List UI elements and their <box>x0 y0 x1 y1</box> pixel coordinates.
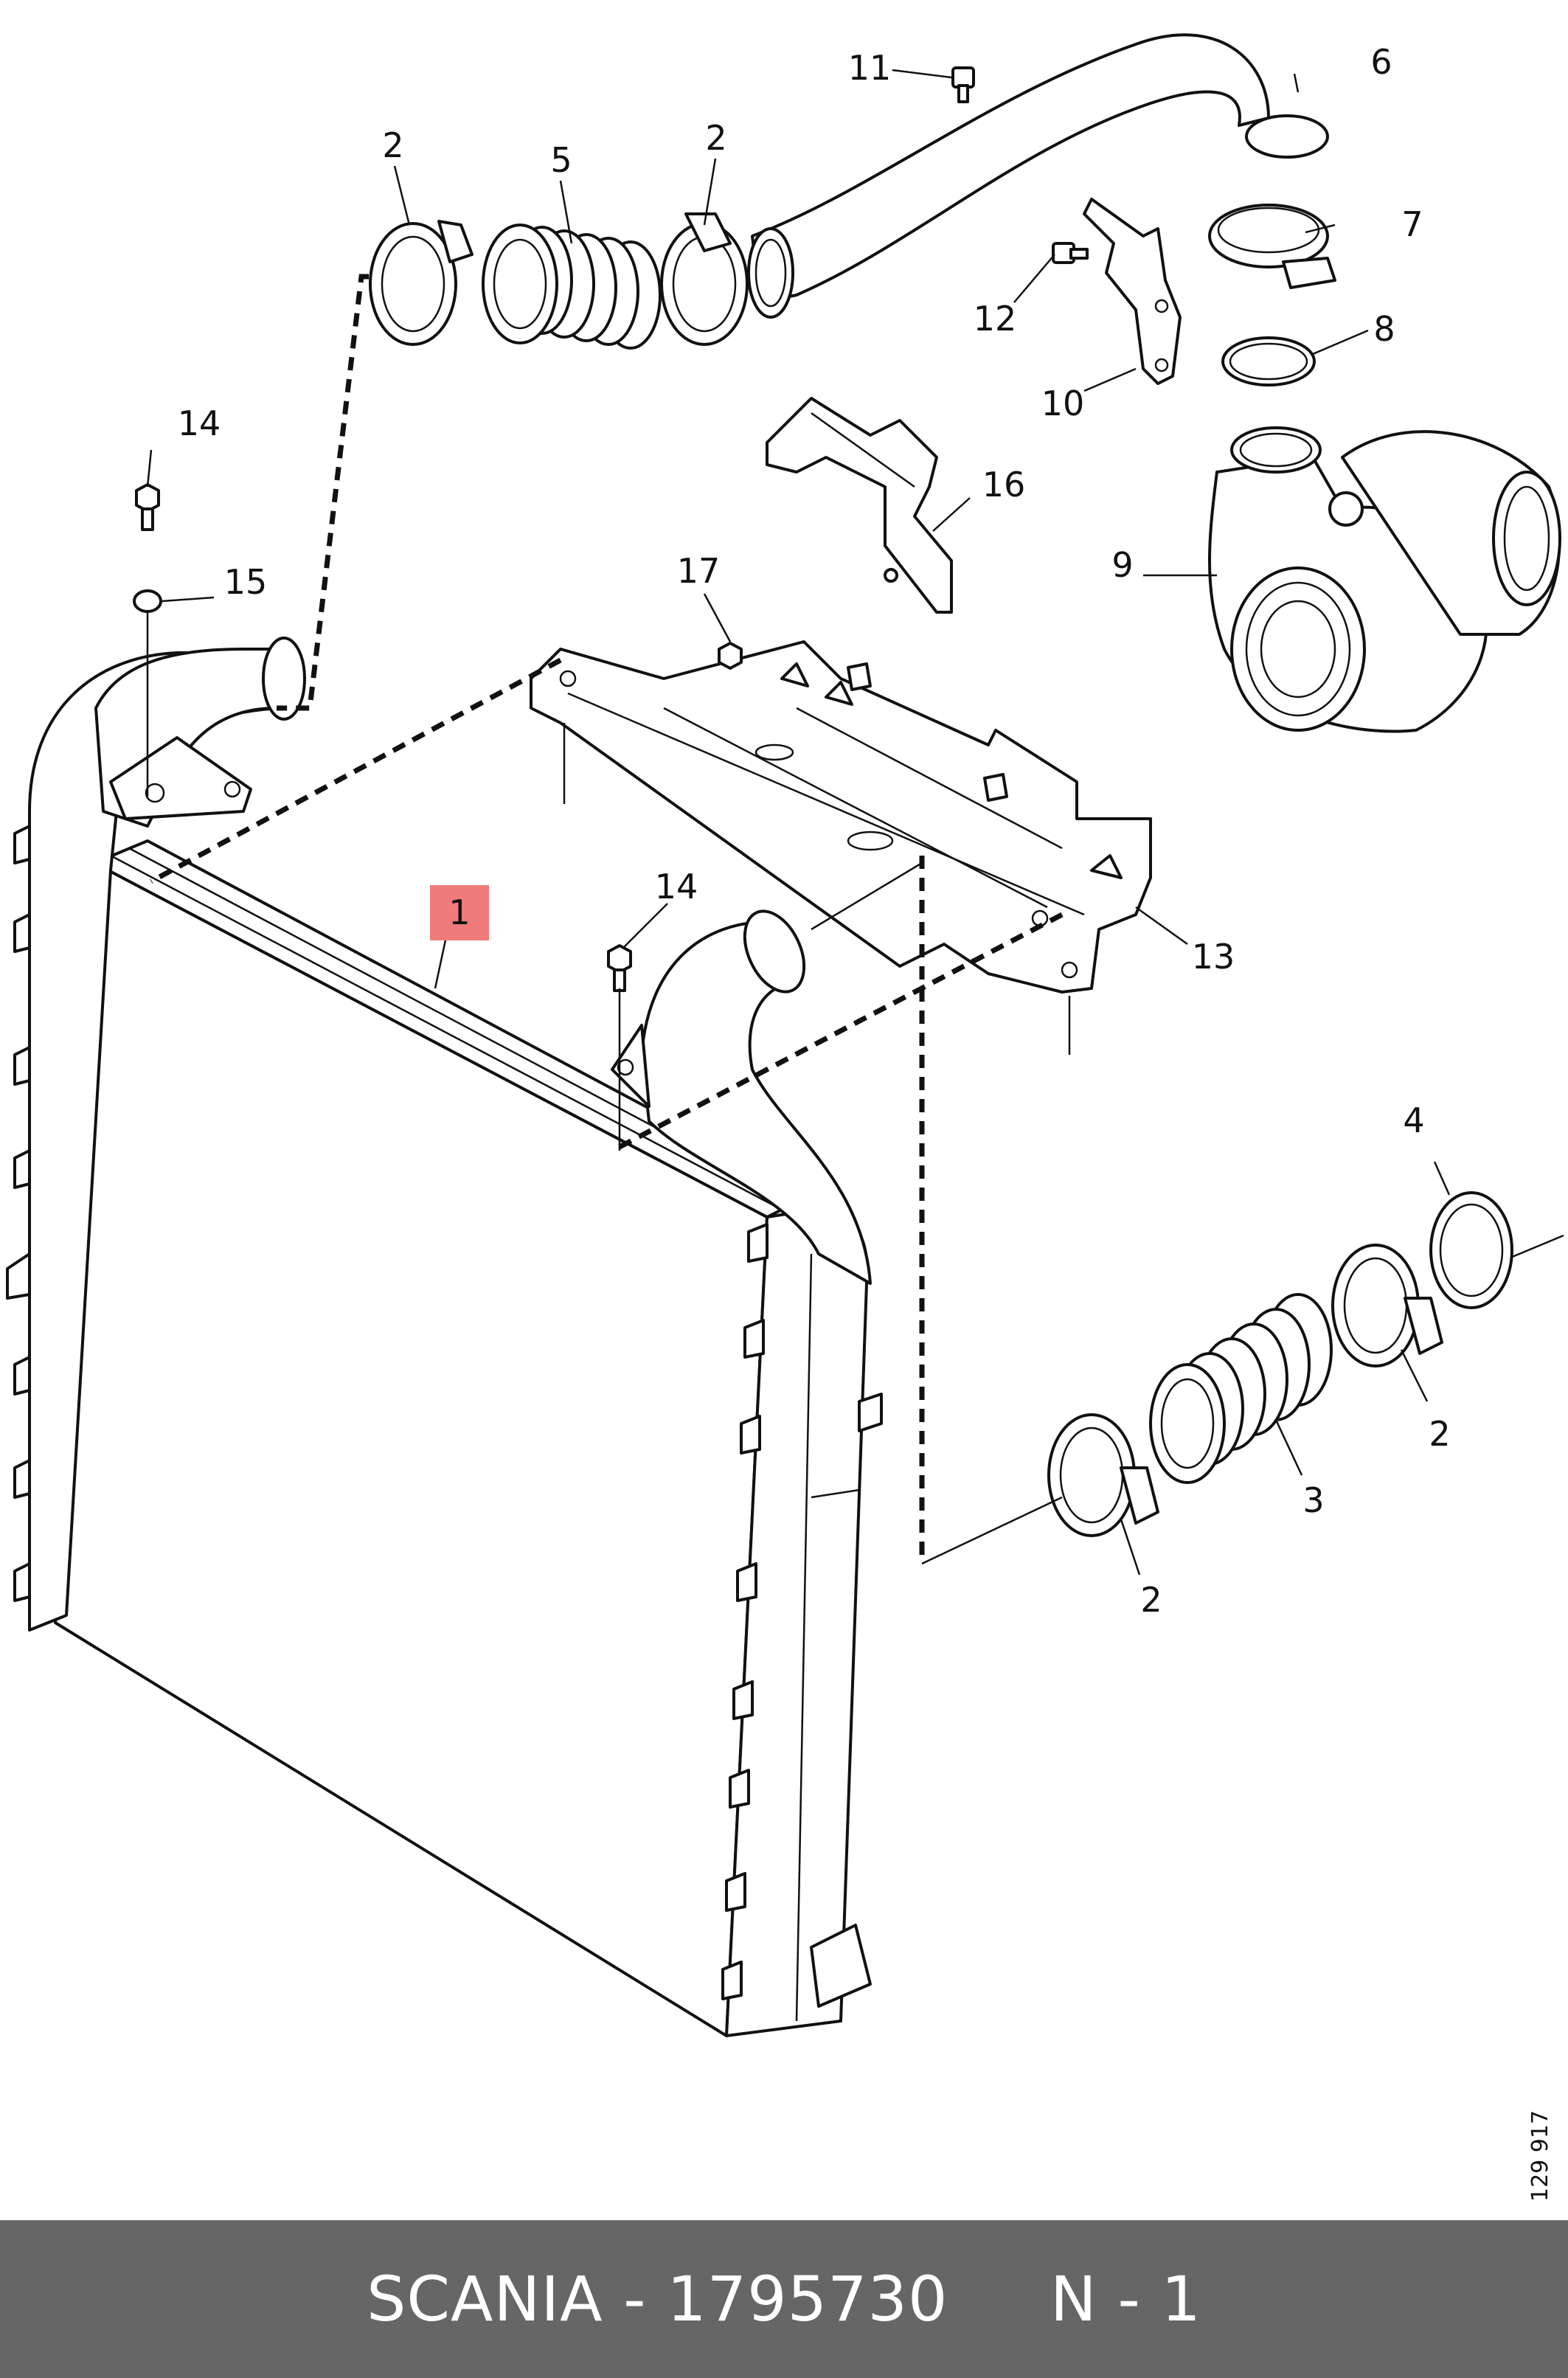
callout-13: 13 <box>1192 937 1235 977</box>
footer-bar: SCANIA - 1795730 N - 1 <box>0 2220 1568 2378</box>
dashed-line-top-right <box>618 912 1064 1150</box>
callout-17: 17 <box>677 551 721 591</box>
callout-14-right: 14 <box>655 867 698 907</box>
callout-10: 10 <box>1041 384 1085 423</box>
callout-12: 12 <box>974 299 1017 339</box>
bolt-14-right <box>607 944 632 992</box>
callout-5: 5 <box>550 140 572 180</box>
callout-7: 7 <box>1401 204 1423 244</box>
callout-3: 3 <box>1302 1480 1324 1520</box>
callout-8: 8 <box>1373 309 1395 349</box>
dashed-line-top-left <box>150 657 562 884</box>
hose-5 <box>482 223 662 350</box>
turbocharger-9 <box>1208 426 1561 733</box>
ring-4 <box>1429 1191 1564 1309</box>
hose-3 <box>1149 1293 1333 1484</box>
bolt-11 <box>951 66 975 103</box>
seal-8 <box>1221 336 1316 386</box>
bracket-10 <box>1083 198 1182 385</box>
callout-1: 1 <box>430 885 489 940</box>
pipe-6 <box>747 33 1329 319</box>
clamp-2-lower-right <box>1331 1244 1443 1367</box>
clamp-2-upper-right <box>660 212 749 346</box>
callout-6: 6 <box>1370 42 1392 82</box>
intercooler-core <box>6 637 883 2037</box>
callout-2-lower-left: 2 <box>1140 1580 1162 1620</box>
callout-2-upper-right: 2 <box>705 118 726 158</box>
clamp-7 <box>1208 204 1336 289</box>
callout-9: 9 <box>1111 545 1133 585</box>
callout-2-upper-left: 2 <box>382 125 403 165</box>
dashed-line-inlet <box>277 274 369 711</box>
bolt-12 <box>1052 242 1089 264</box>
footer-part-number: SCANIA - 1795730 N - 1 <box>367 2263 1201 2335</box>
clamp-2-upper-left <box>369 220 473 346</box>
document-number: 129 917 <box>1527 2110 1553 2202</box>
bracket-13 <box>530 640 1152 994</box>
parts-diagram: 1 2 2 2 2 3 4 5 6 7 8 9 10 11 12 13 14 1… <box>6 33 1564 2202</box>
callout-4: 4 <box>1403 1100 1424 1140</box>
svg-text:1: 1 <box>448 892 470 932</box>
callout-2-lower-right: 2 <box>1429 1414 1450 1454</box>
callout-15: 15 <box>224 562 268 602</box>
bracket-16 <box>766 397 953 614</box>
callout-11: 11 <box>848 48 892 88</box>
callout-14-left: 14 <box>178 403 221 443</box>
washer-15 <box>133 589 162 613</box>
clamp-2-lower-left <box>1047 1413 1159 1537</box>
bolt-14-left <box>135 483 160 531</box>
callout-16: 16 <box>982 465 1026 505</box>
nut-17 <box>718 642 743 670</box>
